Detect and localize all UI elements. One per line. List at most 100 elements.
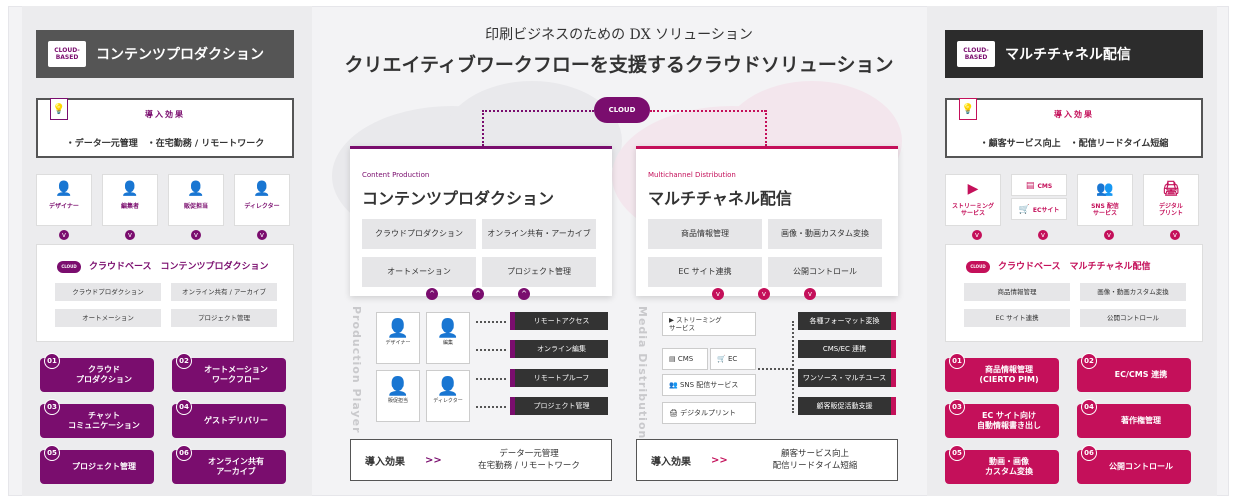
chevron-up-icon: ^ xyxy=(472,288,484,300)
feature-number: 01 xyxy=(949,353,965,369)
feature-number: 03 xyxy=(949,399,965,415)
left-effect-box: 💡 導入効果 ・データ一元管理 ・在宅勤務 / リモートワーク xyxy=(36,98,294,158)
panel-cell: オートメーション xyxy=(55,309,161,327)
feature-number: 03 xyxy=(44,399,60,415)
feature-label: 公開コントロール xyxy=(1109,462,1173,471)
panel-title-text: クラウドベース マルチチャネル配信 xyxy=(998,262,1151,272)
panel-cell: EC サイト連携 xyxy=(964,309,1070,327)
action-label: ワンソース・マルチユース xyxy=(798,369,896,387)
action-label: リモートアクセス xyxy=(510,312,608,330)
panel-cell: クラウドプロダクション xyxy=(55,283,161,301)
panel-title: CLOUD クラウドベース コンテンツプロダクション xyxy=(57,259,293,273)
footer-line: データ一元管理 xyxy=(499,449,559,459)
person-tile: 👤販促担当 xyxy=(376,370,420,422)
feature-cell: EC サイト連携 xyxy=(648,257,762,287)
feature-number: 04 xyxy=(176,399,192,415)
connector xyxy=(476,321,506,323)
box-title: コンテンツプロダクション xyxy=(362,189,555,208)
panel-cell: 画像・動画カスタム変換 xyxy=(1080,283,1186,301)
chevron-up-icon: ^ xyxy=(426,288,438,300)
output-label: CMS xyxy=(677,355,694,363)
media-distribution-label: Media Distribution xyxy=(636,306,649,440)
feature-item: 01 クラウド プロダクション xyxy=(40,353,154,392)
printer-icon: 🖨 xyxy=(1162,181,1180,197)
cp-effect-footer: 導入効果 >> データ一元管理在宅勤務 / リモートワーク xyxy=(350,439,612,481)
feature-number: 02 xyxy=(176,353,192,369)
cloud-icon: CLOUD xyxy=(57,260,81,273)
connector xyxy=(482,110,594,112)
feature-number: 02 xyxy=(1081,353,1097,369)
cart-icon: 🛒 xyxy=(717,355,728,363)
feature-number: 06 xyxy=(1081,445,1097,461)
cloud-badge: CLOUD xyxy=(594,97,650,123)
box-subtitle: Content Production xyxy=(362,171,430,179)
production-player-label: Production Player xyxy=(350,306,363,434)
person-tile: 👤ディレクター xyxy=(426,370,470,422)
role-label: ディレクター xyxy=(244,203,280,210)
play-icon: ▶ xyxy=(669,316,677,324)
person-icon: 👤 xyxy=(386,376,410,397)
people-icon: 👥 xyxy=(669,381,680,389)
person-icon: 👤 xyxy=(253,181,271,197)
person-label: 編集 xyxy=(442,340,453,346)
chevron-down-icon: v xyxy=(758,288,770,300)
output-tile: 🛒 EC xyxy=(710,348,756,370)
panel-title-text: クラウドベース コンテンツプロダクション xyxy=(89,262,269,272)
footer-label: 導入効果 xyxy=(365,456,405,468)
cloud-icon: CLOUD xyxy=(966,260,990,273)
lightbulb-icon: 💡 xyxy=(959,98,977,120)
effect-text: ・顧客サービス向上 ・配信リードタイム短縮 xyxy=(979,139,1169,149)
person-icon: 👤 xyxy=(436,318,460,339)
effect-text: ・データ一元管理 ・在宅勤務 / リモートワーク xyxy=(65,139,265,149)
feature-cell: オートメーション xyxy=(362,257,476,287)
person-label: 販促担当 xyxy=(387,398,408,404)
channel-tile: 👥SNS 配信 サービス xyxy=(1077,174,1133,226)
person-icon: 👤 xyxy=(187,181,205,197)
left-column: CLOUD-BASED コンテンツプロダクション 💡 導入効果 ・データ一元管理… xyxy=(22,6,312,496)
connector xyxy=(476,378,506,380)
output-label: デジタルプリント xyxy=(680,409,736,417)
feature-number: 01 xyxy=(44,353,60,369)
output-label: EC xyxy=(727,355,738,363)
action-label: 各種フォーマット変換 xyxy=(798,312,896,330)
multichannel-box: Multichannel Distribution マルチチャネル配信 商品情報… xyxy=(636,146,898,296)
feature-label: クラウド プロダクション xyxy=(76,365,132,384)
left-title: コンテンツプロダクション xyxy=(96,47,264,63)
chevron-down-icon: v xyxy=(972,230,982,240)
panel-cell: 公開コントロール xyxy=(1080,309,1186,327)
connector xyxy=(650,110,766,112)
channel-label: ストリーミング サービス xyxy=(951,203,994,217)
action-label: 顧客販促活動支援 xyxy=(798,397,896,415)
feature-cell: クラウドプロダクション xyxy=(362,219,476,249)
footer-line: 配信リードタイム短縮 xyxy=(772,461,858,471)
channel-tile: 🛒 ECサイト xyxy=(1011,198,1067,220)
role-label: 編集者 xyxy=(120,203,139,210)
role-tile: 👤 販促担当 xyxy=(168,174,224,226)
chevron-down-icon: v xyxy=(1104,230,1114,240)
role-tile: 👤デザイナー xyxy=(36,174,92,226)
channel-label: ECサイト xyxy=(1032,207,1060,214)
cms-icon: ▤ xyxy=(1025,181,1038,191)
double-arrow-icon: >> xyxy=(711,454,728,466)
person-icon: 👤 xyxy=(436,376,460,397)
output-tile: ▶ ストリーミング サービス xyxy=(662,312,756,336)
connector xyxy=(476,406,506,408)
connector xyxy=(758,368,792,370)
feature-label: ゲストデリバリー xyxy=(204,416,268,425)
action-label: プロジェクト管理 xyxy=(510,397,608,415)
person-tile: 👤デザイナー xyxy=(376,312,420,364)
action-label: CMS/EC 連携 xyxy=(798,340,896,358)
action-label: リモートプルーフ xyxy=(510,369,608,387)
effect-title: 導入効果 xyxy=(1054,110,1094,119)
cms-icon: ▤ xyxy=(669,355,678,363)
feature-label: プロジェクト管理 xyxy=(72,462,136,471)
feature-cell: 商品情報管理 xyxy=(648,219,762,249)
person-label: ディレクター xyxy=(433,398,463,404)
role-label: 販促担当 xyxy=(183,203,208,210)
effect-title: 導入効果 xyxy=(145,110,185,119)
